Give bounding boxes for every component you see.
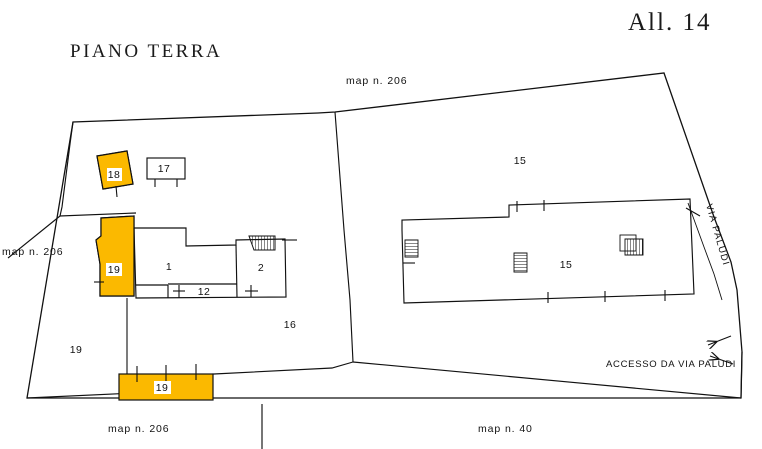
- sheet-title: All. 14: [628, 9, 711, 36]
- map-label-top: map n. 206: [346, 75, 408, 87]
- room-17-label: 17: [158, 163, 170, 175]
- parcel-divider-vertical: [334, 111, 354, 363]
- room-1-label: 1: [166, 261, 172, 273]
- via-paludi-edge-line: [687, 202, 723, 301]
- right-boundary-drop: [740, 351, 743, 399]
- parcel-divider-lower: [352, 361, 742, 399]
- highlighted-room-18[interactable]: 18: [96, 150, 134, 198]
- map-label-bottom-left: map n. 206: [108, 423, 170, 435]
- room-19-bottom-label-bg: [154, 381, 171, 394]
- street-label-via-paludi: VIA PALUDI: [703, 203, 731, 268]
- room-16-label: 16: [284, 319, 296, 331]
- boundary-left-notch: [59, 121, 137, 217]
- room-15-lower-label: 15: [560, 259, 572, 271]
- room-2-label: 2: [258, 262, 264, 274]
- room-18-label-bg: [107, 168, 122, 181]
- map-label-left: map n. 206: [2, 246, 64, 258]
- access-note-label: ACCESSO DA VIA PALUDI: [606, 359, 736, 370]
- stairs-room-2: [248, 235, 276, 251]
- room-19-left-border: [95, 215, 135, 297]
- access-arrow-lower: [710, 356, 734, 365]
- large-building-15: 15 15: [401, 155, 701, 304]
- room-19-left-label-bg: [106, 263, 122, 276]
- stairs-15-west: [404, 239, 419, 258]
- boundary-left-lower-edge: [7, 215, 61, 259]
- room-17[interactable]: 17: [146, 157, 186, 187]
- large-building-outline: [401, 198, 695, 304]
- central-building-outline: [133, 227, 287, 299]
- highlighted-room-19-bottom[interactable]: 19: [118, 298, 214, 401]
- room-17-outline: [146, 157, 186, 180]
- plan-title: PIANO TERRA: [70, 41, 222, 62]
- central-building: 1 2 12: [133, 227, 297, 299]
- room-18-door-tick: [115, 185, 118, 198]
- access-arrow-upper: [708, 335, 732, 345]
- room-19-open-label: 19: [70, 344, 82, 356]
- access-arrows: [708, 335, 734, 365]
- door-tick-15-east: [685, 207, 701, 217]
- room-12-label: 12: [198, 286, 210, 298]
- central-building-inner-wall-right: [235, 244, 238, 298]
- room-18-label: 18: [108, 169, 120, 181]
- stairs-15-center: [513, 252, 528, 273]
- map-label-bottom-right: map n. 40: [478, 423, 533, 435]
- room-15-upper-label: 15: [514, 155, 526, 167]
- room-19-left-label: 19: [108, 264, 120, 276]
- stairs-15-east: [619, 234, 644, 256]
- room-19-bottom-label: 19: [156, 382, 168, 394]
- highlighted-room-19-left[interactable]: 19: [94, 215, 135, 297]
